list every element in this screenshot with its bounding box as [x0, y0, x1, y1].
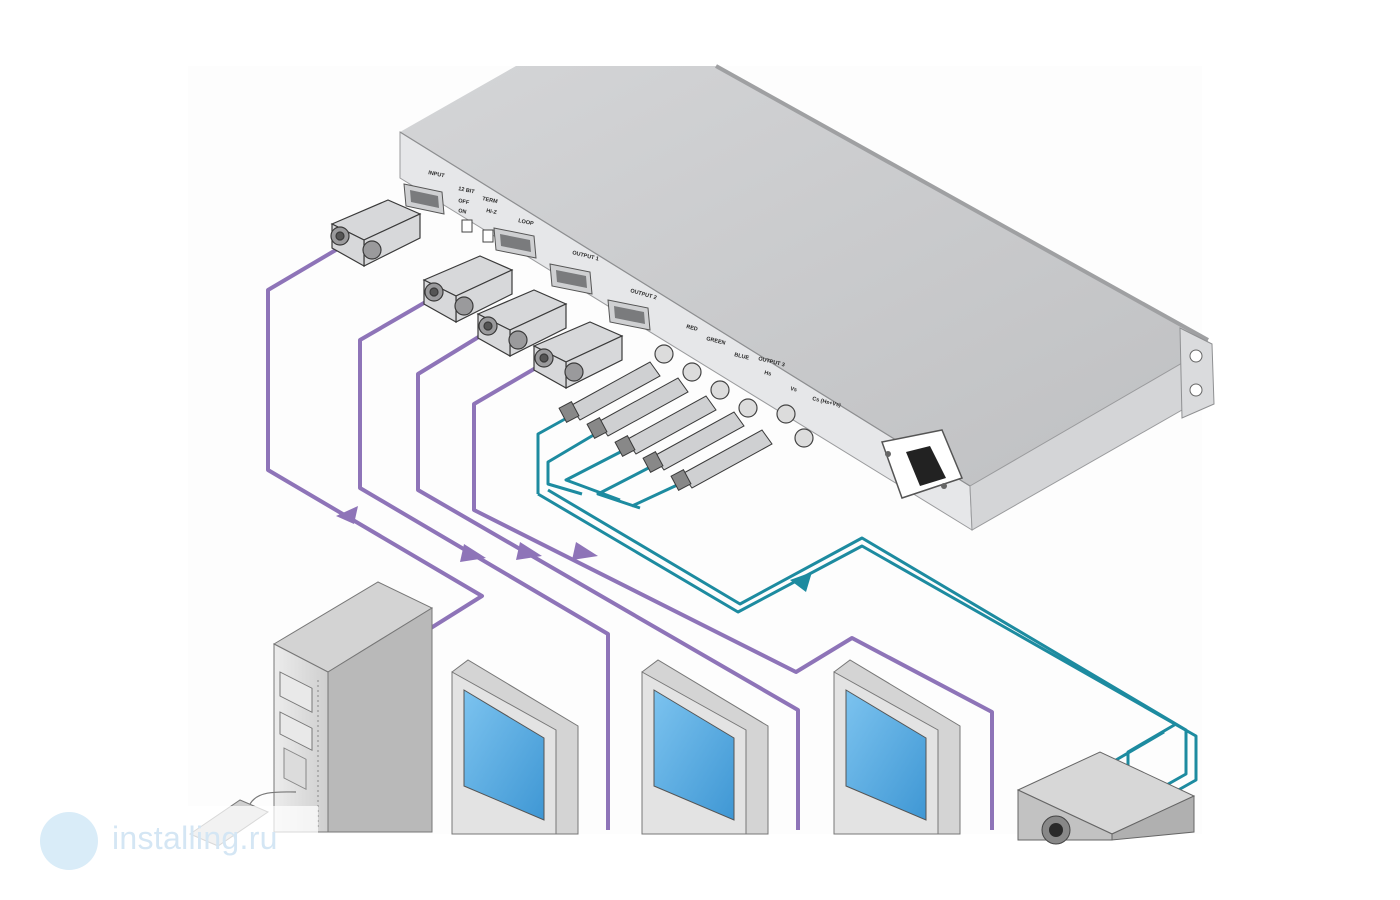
bnc-plugs	[558, 361, 773, 492]
device-top	[400, 66, 1208, 486]
bnc-plug	[558, 361, 661, 424]
vga-cable-output-2	[416, 328, 800, 830]
monitor-2	[641, 659, 769, 835]
bnc-socket-red	[654, 344, 674, 364]
input-port	[403, 183, 445, 215]
label-bit: 12 BIT	[458, 186, 476, 195]
bnc-socket-hs	[738, 398, 758, 418]
bnc-socket-vs	[776, 404, 796, 424]
output-1-port	[549, 263, 593, 295]
label-on: ON	[458, 208, 467, 216]
label-input: INPUT	[428, 170, 446, 179]
watermark-text: installing.ru	[112, 820, 278, 856]
monitor-1	[451, 659, 579, 835]
label-blue: BLUE	[734, 352, 750, 362]
arrow-down-icon	[516, 542, 542, 560]
arrow-up-icon	[790, 572, 812, 592]
bnc-sockets	[654, 344, 814, 448]
monitor-2-screen	[653, 689, 735, 821]
label-red: RED	[686, 324, 699, 333]
bnc-plug	[586, 377, 689, 440]
term-switch[interactable]	[482, 229, 494, 243]
bit-switch[interactable]	[461, 219, 473, 233]
bnc-plug	[614, 395, 717, 458]
bnc-socket-cs	[794, 428, 814, 448]
power-inlet	[881, 429, 964, 499]
vga-plug-output-3	[532, 321, 624, 390]
label-term: TERM	[482, 196, 499, 205]
vga-cable-output-1	[358, 294, 610, 830]
vga-cables	[266, 242, 994, 830]
vga-plug-output-1	[422, 255, 514, 324]
vga-plug-output-2	[476, 289, 568, 358]
bnc-socket-blue	[710, 380, 730, 400]
label-vs: Vs	[790, 386, 798, 393]
rack-ear	[1179, 327, 1215, 419]
computer-tower	[272, 581, 434, 833]
bnc-cable-bundle	[537, 492, 1198, 808]
tower-panel	[283, 747, 307, 790]
bnc-plug	[670, 429, 773, 492]
arrow-up-icon	[336, 506, 358, 524]
label-loop: LOOP	[518, 218, 535, 227]
monitor-3-screen	[845, 689, 927, 821]
bnc-plug	[642, 411, 745, 474]
monitor-1-screen	[463, 689, 545, 821]
tower-side	[327, 607, 433, 833]
rack-ear-hole	[1189, 349, 1203, 363]
vga-direction-arrows	[336, 506, 598, 562]
arrow-down-icon	[460, 544, 486, 562]
label-off: OFF	[458, 198, 471, 206]
arrow-down-icon	[572, 542, 598, 560]
vga-plugs	[330, 199, 624, 390]
monitor-3	[833, 659, 961, 835]
tower-drive-bay	[279, 671, 313, 714]
vga-cable-output-3	[472, 360, 994, 830]
projector	[1016, 751, 1196, 845]
bnc-cables	[536, 412, 1198, 808]
label-hiz: Hi-Z	[486, 208, 498, 216]
bnc-socket-green	[682, 362, 702, 382]
distribution-amplifier: INPUT 12 BIT OFF ON TERM Hi-Z LOOP OUTPU…	[399, 64, 1215, 531]
vga-plug-input	[330, 199, 422, 268]
watermark-logo-icon	[40, 812, 98, 870]
label-hs: Hs	[764, 370, 772, 378]
output-2-port	[607, 299, 651, 331]
tower-drive-bay	[279, 711, 313, 752]
loop-port	[493, 227, 537, 259]
rack-ear-hole	[1189, 383, 1203, 397]
label-green: GREEN	[706, 336, 726, 347]
